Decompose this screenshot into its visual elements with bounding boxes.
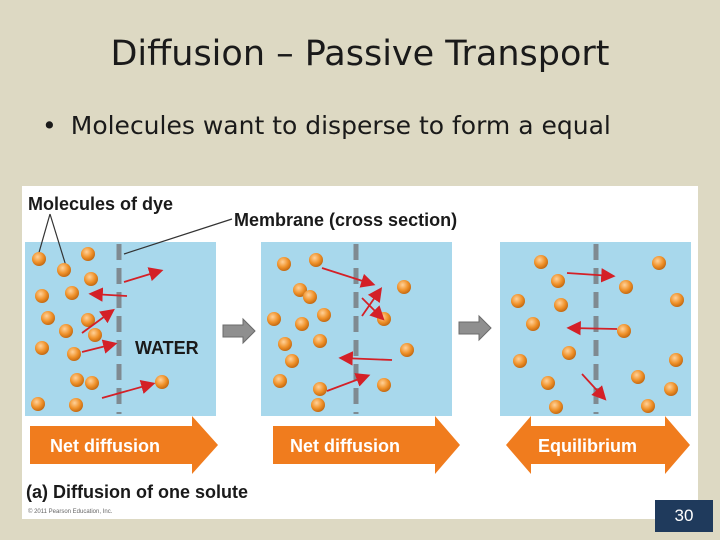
slide-title: Diffusion – Passive Transport <box>110 34 610 74</box>
molecules-panel-2 <box>267 253 414 412</box>
page-number: 30 <box>655 500 713 532</box>
label-water: WATER <box>135 338 199 358</box>
bullet-point: • Molecules want to disperse to form a eq… <box>42 111 611 140</box>
label-net-diffusion-2: Net diffusion <box>290 436 400 456</box>
diffusion-figure: Molecules of dye Membrane (cross section… <box>22 186 698 519</box>
net-diffusion-arrow-2 <box>273 416 460 474</box>
dye-pointer-2 <box>49 213 67 267</box>
membrane-pointer <box>123 218 233 255</box>
figure-caption: (a) Diffusion of one solute <box>26 482 248 502</box>
label-net-diffusion-1: Net diffusion <box>50 436 160 456</box>
label-equilibrium: Equilibrium <box>538 436 637 456</box>
equilibrium-arrow <box>506 416 690 474</box>
transition-arrow-2 <box>458 314 492 342</box>
diffusion-diagram: Molecules of dye Membrane (cross section… <box>25 194 691 502</box>
bullet-text: Molecules want to disperse to form a equ… <box>70 111 611 140</box>
molecules-panel-1 <box>31 247 169 412</box>
label-molecules-of-dye: Molecules of dye <box>28 194 173 214</box>
transition-arrow-1 <box>222 317 256 345</box>
label-membrane: Membrane (cross section) <box>234 210 457 230</box>
diffusion-arrows-panel-1 <box>81 267 164 399</box>
bullet-dot: • <box>42 111 57 140</box>
dye-pointer-1 <box>37 213 51 257</box>
diffusion-arrows-panel-2 <box>321 267 393 392</box>
net-diffusion-arrow-1 <box>30 416 218 474</box>
copyright-text: © 2011 Pearson Education, Inc. <box>28 509 113 515</box>
diffusion-arrows-panel-3 <box>566 268 618 401</box>
molecules-panel-3 <box>511 255 684 414</box>
